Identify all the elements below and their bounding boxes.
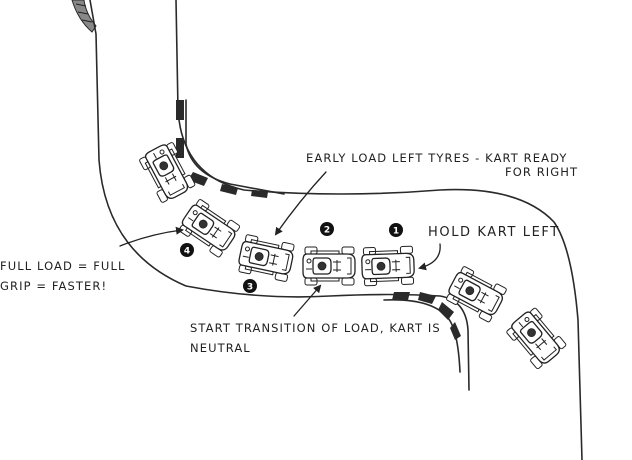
inner-kerb-edge [185,99,285,195]
kart-exit-2 [504,305,568,371]
track-outer-edge [89,0,470,391]
svg-text:3: 3 [247,283,253,293]
label-hold-kart: HOLD KART LEFT [428,225,560,240]
kart-position-2 [302,246,356,286]
label-full-load-line1: FULL LOAD = FULL [0,259,125,273]
svg-text:1: 1 [393,227,399,237]
arrow-full-load [119,226,184,247]
svg-text:4: 4 [184,247,190,257]
marker-2: 2 [320,222,334,236]
kart-position-1 [360,245,416,287]
arrow-hold-kart [418,243,441,271]
marker-4: 4 [180,243,194,257]
label-early-load-line1: EARLY LOAD LEFT TYRES - KART READY [306,151,568,165]
kart-exit-1 [443,264,509,324]
marker-3: 3 [243,279,257,293]
kart-position-3 [235,233,297,283]
label-full-load-line2: GRIP = FASTER! [0,279,107,293]
svg-text:2: 2 [324,226,330,236]
arrow-early-load [274,171,327,236]
label-start-transition-line2: NEUTRAL [190,341,251,355]
label-early-load-line2: FOR RIGHT [505,165,578,179]
marker-1: 1 [389,223,403,237]
label-start-transition-line1: START TRANSITION OF LOAD, KART IS [190,321,441,335]
track [71,0,583,460]
arrow-start-transition [293,284,322,317]
